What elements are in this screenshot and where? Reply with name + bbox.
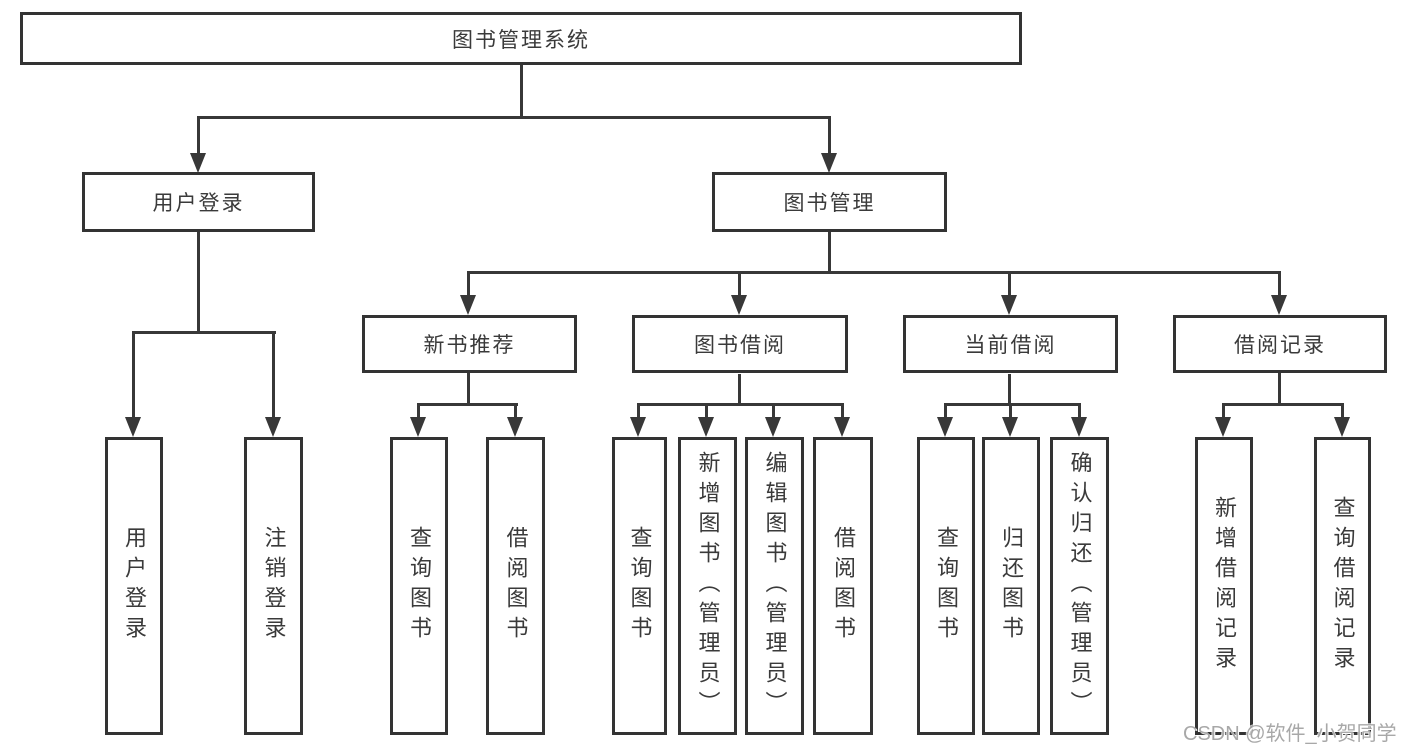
arrow-down-icon [834, 417, 850, 437]
node-label: 查询图书 [407, 526, 432, 646]
leaf-query-borrow-record: 查询借阅记录 [1314, 437, 1371, 735]
node-user-login: 用户登录 [82, 172, 315, 232]
connector-line [1078, 403, 1081, 419]
connector-line [514, 403, 517, 419]
node-label: 图书管理 [783, 192, 876, 215]
leaf-add-borrow-record: 新增借阅记录 [1195, 437, 1253, 735]
arrow-down-icon [1271, 295, 1287, 315]
leaf-query-books-recommend: 查询图书 [390, 437, 448, 735]
node-label: 注销登录 [261, 526, 287, 646]
connector-rail [467, 271, 1281, 274]
leaf-edit-books-admin: 编辑图书（管理员） [745, 437, 804, 735]
node-label: 图书管理系统 [452, 28, 590, 52]
arrow-down-icon [630, 417, 646, 437]
connector-line [467, 373, 470, 406]
arrow-down-icon [731, 295, 747, 315]
leaf-confirm-return-admin: 确认归还（管理员） [1050, 437, 1109, 735]
connector-rail [944, 403, 1081, 406]
node-label: 借阅记录 [1234, 334, 1326, 357]
connector-rail [417, 403, 518, 406]
leaf-borrow-books-recommend: 借阅图书 [486, 437, 545, 735]
arrow-down-icon [1215, 417, 1231, 437]
arrow-down-icon [507, 417, 523, 437]
node-borrowing-records: 借阅记录 [1173, 315, 1387, 373]
node-book-management: 图书管理 [712, 172, 947, 232]
connector-line [520, 65, 523, 118]
leaf-query-books-current: 查询图书 [917, 437, 975, 735]
connector-rail [132, 331, 276, 334]
connector-line [1009, 403, 1012, 419]
connector-line [705, 403, 708, 419]
arrow-down-icon [460, 295, 476, 315]
node-root-system: 图书管理系统 [20, 12, 1022, 65]
connector-line [1008, 271, 1011, 297]
connector-line [1278, 373, 1281, 406]
node-current-borrowing: 当前借阅 [903, 315, 1118, 373]
node-label: 归还图书 [999, 526, 1024, 646]
connector-line [197, 116, 200, 156]
node-label: 当前借阅 [964, 334, 1057, 357]
arrow-down-icon [698, 417, 714, 437]
node-label: 查询图书 [627, 526, 653, 646]
connector-line [132, 331, 135, 419]
arrow-down-icon [821, 153, 837, 173]
arrow-down-icon [937, 417, 953, 437]
connector-line [1222, 403, 1225, 419]
leaf-user-login: 用户登录 [105, 437, 163, 735]
node-label: 借阅图书 [503, 526, 529, 646]
node-label: 查询借阅记录 [1330, 496, 1356, 676]
connector-line [738, 374, 741, 406]
leaf-add-books-admin: 新增图书（管理员） [678, 437, 737, 735]
connector-line [828, 232, 831, 274]
node-label: 确认归还（管理员） [1067, 451, 1093, 721]
leaf-query-books-borrow: 查询图书 [612, 437, 667, 735]
connector-rail [637, 403, 844, 406]
connector-line [828, 116, 831, 156]
node-label: 图书借阅 [694, 334, 786, 357]
connector-rail [1222, 403, 1344, 406]
node-label: 用户登录 [122, 526, 147, 646]
connector-line [1341, 403, 1344, 419]
connector-line [841, 403, 844, 419]
connector-line [1008, 374, 1011, 406]
connector-line [417, 403, 420, 419]
connector-rail [197, 116, 831, 119]
connector-line [637, 403, 640, 419]
arrow-down-icon [1071, 417, 1087, 437]
arrow-down-icon [125, 417, 141, 437]
node-new-book-recommend: 新书推荐 [362, 315, 577, 373]
connector-line [772, 403, 775, 419]
arrow-down-icon [1334, 417, 1350, 437]
arrow-down-icon [410, 417, 426, 437]
connector-line [197, 232, 200, 334]
leaf-logout: 注销登录 [244, 437, 303, 735]
csdn-watermark: CSDN @软件_小贺同学 [1183, 723, 1397, 745]
node-label: 用户登录 [152, 192, 245, 215]
arrow-down-icon [265, 417, 281, 437]
node-label: 编辑图书（管理员） [762, 451, 788, 721]
connector-line [272, 331, 275, 419]
connector-line [944, 403, 947, 419]
node-label: 借阅图书 [831, 526, 856, 646]
arrow-down-icon [1001, 295, 1017, 315]
node-label: 查询图书 [934, 526, 959, 646]
connector-line [738, 271, 741, 297]
node-label: 新增借阅记录 [1212, 496, 1237, 676]
arrow-down-icon [1002, 417, 1018, 437]
leaf-return-books: 归还图书 [982, 437, 1040, 735]
leaf-borrow-books: 借阅图书 [813, 437, 873, 735]
arrow-down-icon [190, 153, 206, 173]
node-label: 新增图书（管理员） [695, 451, 721, 721]
node-book-borrowing: 图书借阅 [632, 315, 848, 373]
connector-line [467, 271, 470, 297]
arrow-down-icon [765, 417, 781, 437]
connector-line [1278, 271, 1281, 297]
node-label: 新书推荐 [423, 334, 516, 357]
